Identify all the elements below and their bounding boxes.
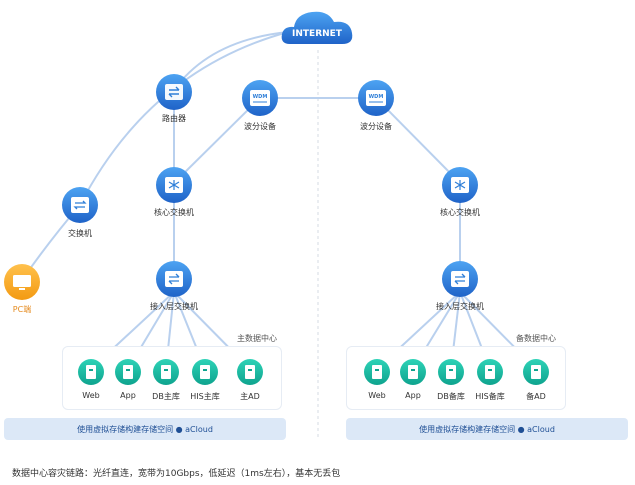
link-wdm-core-left	[173, 97, 261, 184]
server-icon	[400, 359, 426, 385]
pc-label: PC端	[12, 305, 32, 314]
wdm-left-icon-text: WDM	[253, 94, 268, 100]
storage-bar-backup: 使用虚拟存储构建存储空间 ● aCloud	[346, 418, 628, 440]
footer-note: 数据中心容灾链路：光纤直连，宽带为10Gbps，低延迟（1ms左右），基本无丢包	[12, 469, 341, 479]
server-icon	[115, 359, 141, 385]
wdm-right-label: 波分设备	[360, 122, 392, 131]
internet-cloud-icon: INTERNET	[281, 11, 353, 44]
server-label: App	[120, 391, 136, 400]
server-label: Web	[82, 391, 100, 400]
storage-bar-main: 使用虚拟存储构建存储空间 ● aCloud	[4, 418, 286, 440]
main-datacenter-title: 主数据中心	[237, 334, 277, 343]
backup-datacenter-title: 备数据中心	[516, 334, 556, 343]
link-internet-router	[173, 31, 289, 91]
server-label: Web	[368, 391, 386, 400]
server-icon	[477, 359, 503, 385]
internet-label: INTERNET	[292, 29, 343, 39]
server-label: 备AD	[526, 392, 546, 401]
router-label: 路由器	[162, 114, 186, 123]
server-icon	[237, 359, 263, 385]
server-icon	[153, 359, 179, 385]
server-icon	[364, 359, 390, 385]
server-label: HIS主库	[190, 392, 220, 401]
switch-label: 交换机	[68, 229, 92, 238]
access-switch-left-icon	[156, 261, 192, 297]
server-label: App	[405, 391, 421, 400]
router-icon	[156, 74, 192, 110]
core-switch-left-icon	[156, 167, 192, 203]
wdm-right-icon-text: WDM	[369, 94, 384, 100]
wdm-right-icon: WDM	[358, 80, 394, 116]
server-label: HIS备库	[475, 392, 505, 401]
pc-icon	[4, 264, 40, 300]
access-switch-right-label: 接入层交换机	[436, 302, 484, 311]
server-icon	[192, 359, 218, 385]
switch-icon	[62, 187, 98, 223]
core-switch-right-label: 核心交换机	[440, 208, 480, 217]
server-icon	[523, 359, 549, 385]
server-label: 主AD	[240, 392, 260, 401]
wdm-left-label: 波分设备	[244, 122, 276, 131]
server-label: DB主库	[152, 392, 180, 401]
wdm-left-icon: WDM	[242, 80, 278, 116]
access-switch-right-icon	[442, 261, 478, 297]
access-switch-left-label: 接入层交换机	[150, 302, 198, 311]
core-switch-right-icon	[442, 167, 478, 203]
core-switch-left-label: 核心交换机	[154, 208, 194, 217]
server-icon	[78, 359, 104, 385]
link-wdm-core-right	[375, 97, 461, 184]
server-icon	[438, 359, 464, 385]
server-label: DB备库	[437, 392, 465, 401]
